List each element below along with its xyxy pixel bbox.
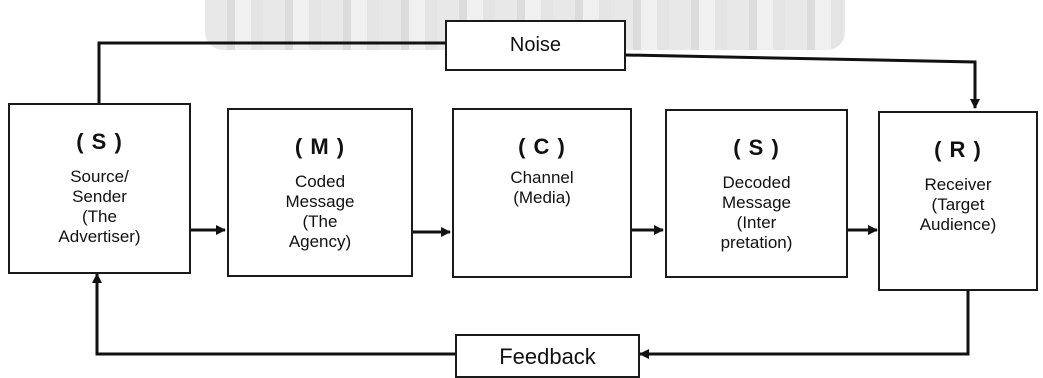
stage-decoded-message-description: Decoded Message (Inter pretation) <box>720 173 793 252</box>
source-to-noise-connector <box>97 41 445 103</box>
receiver-to-feedback-arrow <box>639 290 970 359</box>
stage-decoded-message-code: ( S ) <box>733 135 780 160</box>
stage-source-code: ( S ) <box>76 129 123 154</box>
stage-source-box: ( S ) Source/ Sender (The Advertiser) <box>8 103 191 274</box>
stage-channel-description: Channel (Media) <box>510 168 574 207</box>
stage-coded-message-description: Coded Message (The Agency) <box>285 172 355 251</box>
feedback-box: Feedback <box>455 334 640 378</box>
stage-coded-message-code: ( M ) <box>294 134 346 159</box>
stage-receiver-box: ( R ) Receiver (Target Audience) <box>878 111 1038 291</box>
stage-decoded-message-box: ( S ) Decoded Message (Inter pretation) <box>665 109 848 278</box>
noise-box: Noise <box>445 20 626 71</box>
feedback-to-source-arrow <box>92 273 455 356</box>
stage-channel-box: ( C ) Channel (Media) <box>452 108 632 278</box>
stage-channel-code: ( C ) <box>518 134 566 159</box>
stage-coded-message-box: ( M ) Coded Message (The Agency) <box>227 108 413 277</box>
stage-receiver-code: ( R ) <box>934 137 982 162</box>
noise-to-receiver-arrow <box>625 53 980 109</box>
stage-receiver-description: Receiver (Target Audience) <box>919 175 997 234</box>
noise-label: Noise <box>509 34 562 56</box>
stage-source-description: Source/ Sender (The Advertiser) <box>58 167 141 246</box>
feedback-label: Feedback <box>499 344 596 369</box>
